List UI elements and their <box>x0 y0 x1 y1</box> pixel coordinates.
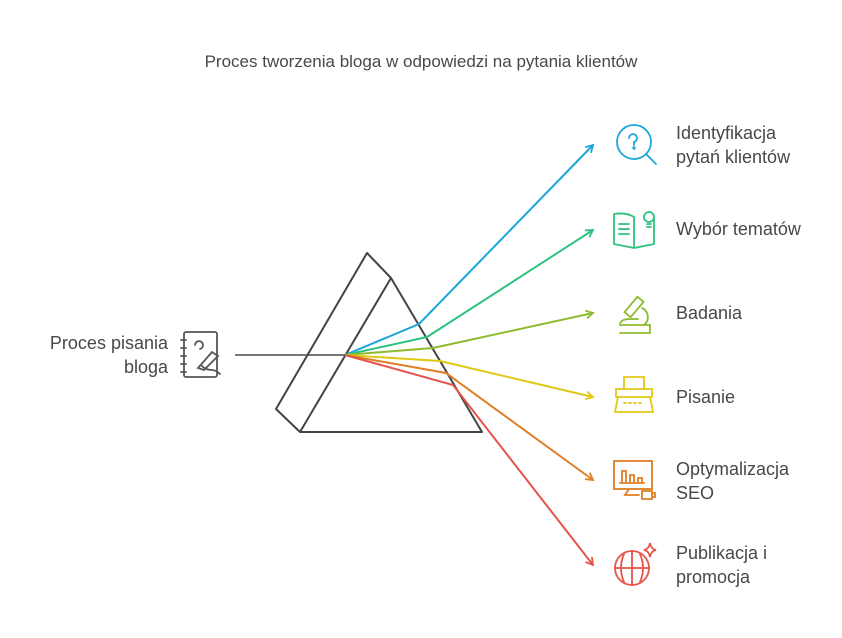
output-label-1: Wybór tematów <box>676 217 801 241</box>
beam-4 <box>344 354 595 482</box>
output-label-3: Pisanie <box>676 385 735 409</box>
beam-0 <box>344 143 595 356</box>
output-label-line1: Wybór tematów <box>676 219 801 239</box>
output-label-line2: SEO <box>676 483 715 503</box>
book-lightbulb-icon <box>613 211 655 249</box>
output-label-0: Identyfikacja pytań klientów <box>676 121 790 169</box>
output-label-4: Optymalizacja SEO <box>676 457 789 505</box>
typewriter-icon <box>613 376 655 413</box>
globe-sparkle-icon <box>614 542 657 586</box>
output-label-line1: Badania <box>676 303 743 323</box>
microscope-icon <box>619 295 651 334</box>
output-label-5: Publikacja i promocja <box>676 541 767 589</box>
head-question-magnifier-icon <box>616 124 657 165</box>
beam-1 <box>344 229 595 356</box>
output-label-2: Badania <box>676 301 742 325</box>
beam-3 <box>344 354 595 401</box>
source-icon <box>180 331 221 378</box>
output-label-line1: Optymalizacja <box>676 459 790 479</box>
source-label: Proces pisania bloga <box>50 331 168 379</box>
beam-5 <box>344 354 595 567</box>
source-label-line2: bloga <box>123 357 168 377</box>
output-label-line2: promocja <box>676 567 751 587</box>
prism <box>275 252 483 433</box>
output-label-line1: Pisanie <box>676 387 736 407</box>
beam-2 <box>344 309 595 356</box>
output-label-line1: Identyfikacja <box>676 123 777 143</box>
output-label-line2: pytań klientów <box>676 147 791 167</box>
output-label-line1: Publikacja i <box>676 543 768 563</box>
diagram-title: Proces tworzenia bloga w odpowiedzi na p… <box>204 52 638 71</box>
source-label-line1: Proces pisania <box>49 333 168 353</box>
monitor-chart-coffee-icon <box>613 460 656 500</box>
